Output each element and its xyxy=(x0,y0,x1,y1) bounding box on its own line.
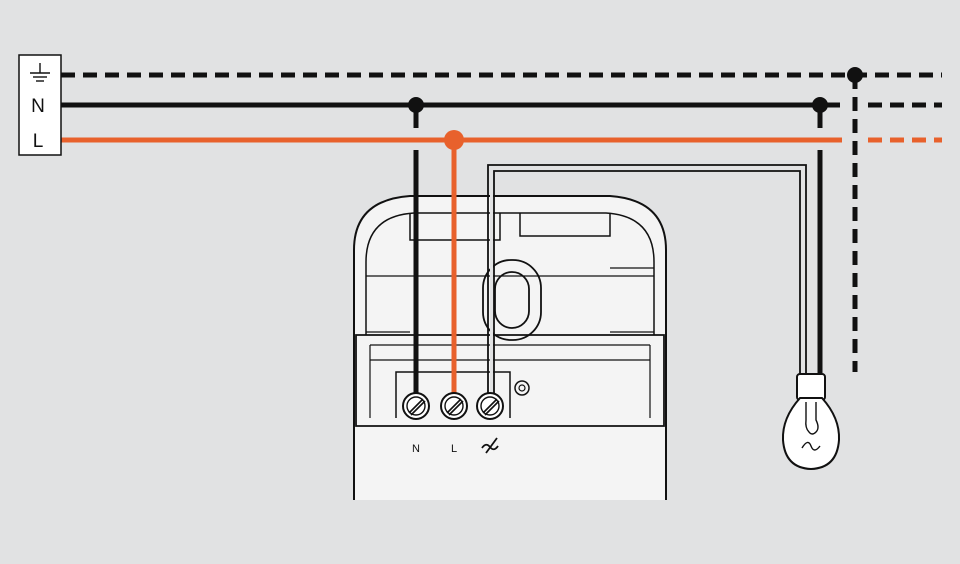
module-lower-frame xyxy=(355,334,665,427)
module-clip-right xyxy=(519,213,611,237)
bulb-filament xyxy=(805,402,819,435)
terminal-marker xyxy=(518,384,526,392)
bulb-filament-coil xyxy=(801,441,821,451)
module-inner-frame xyxy=(365,212,655,335)
earth-ground-icon xyxy=(30,63,50,82)
module-slot-outer xyxy=(482,259,542,341)
terminal-screw-live xyxy=(440,392,468,420)
bulb-cap xyxy=(796,373,826,401)
earth-junction xyxy=(847,67,863,83)
terminal-label-live: L xyxy=(451,443,457,455)
terminal-marker xyxy=(514,380,530,396)
switched-wire-gap xyxy=(490,172,493,398)
module-housing xyxy=(353,195,667,500)
terminal-label-neutral: N xyxy=(412,443,420,455)
switch-module xyxy=(353,195,667,500)
terminal-screws xyxy=(402,392,504,420)
supply-terminal-block: N L xyxy=(18,54,62,156)
switched-output-icon xyxy=(481,437,499,454)
terminal-screw-neutral xyxy=(402,392,430,420)
terminal-block-label-live: L xyxy=(33,131,44,152)
switched-wire xyxy=(487,164,807,398)
terminal-block-label-neutral: N xyxy=(31,96,45,117)
terminal-screw-switched xyxy=(476,392,504,420)
switched-wire xyxy=(493,170,801,398)
light-bulb-icon xyxy=(781,373,841,471)
module-slot-inner xyxy=(494,271,530,329)
